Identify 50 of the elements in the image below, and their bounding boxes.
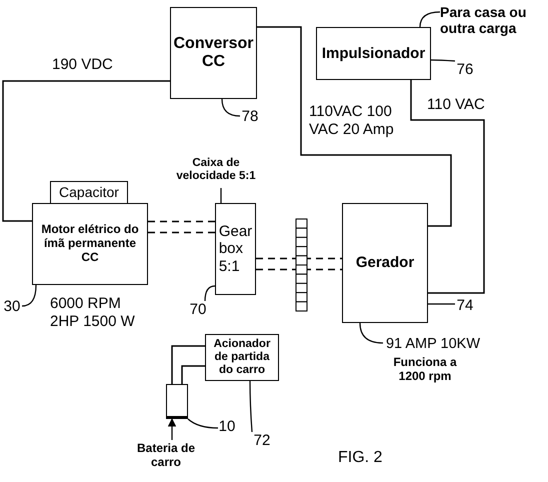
edge-label: 110 VAC xyxy=(427,96,486,114)
shaft-line xyxy=(255,258,343,270)
box-label: Acionador de partida do carro xyxy=(212,338,272,378)
wire xyxy=(181,365,205,384)
reference-number: 10 xyxy=(218,418,236,436)
leader-line xyxy=(428,303,455,305)
leader-line xyxy=(188,418,218,429)
leader-line xyxy=(359,322,384,344)
box-label: Gerador xyxy=(356,254,414,272)
annotation-text: Para casa ou outra carga xyxy=(440,2,548,38)
wire xyxy=(410,80,485,294)
edge-label: 190 VDC xyxy=(52,56,114,74)
reference-number: 76 xyxy=(455,61,475,79)
box-label: Impulsionador xyxy=(322,44,426,62)
box-label: Capacitor xyxy=(59,184,119,201)
starter-box xyxy=(205,334,279,381)
annotation-text: Caixa de velocidade 5:1 xyxy=(176,152,256,188)
edge-label: 110VAC 100 VAC 20 Amp xyxy=(309,103,395,139)
converter-box xyxy=(170,7,257,99)
booster-box xyxy=(316,27,431,80)
box-label: Conversor CC xyxy=(173,34,254,72)
leader-line xyxy=(431,59,456,62)
rating-text: 91 AMP 10KW xyxy=(383,335,483,353)
reference-number: 70 xyxy=(188,301,208,319)
capacitor-box xyxy=(50,181,128,204)
leader-line xyxy=(220,188,222,203)
gearbox-box xyxy=(215,203,256,295)
annotation-text: Bateria de carro xyxy=(132,440,200,472)
wire xyxy=(257,26,452,227)
leader-line xyxy=(249,381,253,432)
reference-number: 72 xyxy=(252,432,272,450)
leader-line xyxy=(204,285,216,302)
reference-number: 78 xyxy=(240,108,260,126)
battery-box xyxy=(166,384,188,419)
spec-text: Funciona a 1200 rpm xyxy=(392,355,458,384)
wire xyxy=(2,80,170,222)
reference-number: 30 xyxy=(2,298,22,316)
spec-text: 6000 RPM 2HP 1500 W xyxy=(50,295,136,331)
leader-line xyxy=(419,11,440,28)
wire xyxy=(171,345,205,384)
shaft-line xyxy=(147,220,216,234)
leader-line xyxy=(168,418,176,440)
reference-number: 74 xyxy=(455,297,475,315)
motor-box xyxy=(32,203,148,285)
figure-caption: FIG. 2 xyxy=(338,448,382,468)
leader-line xyxy=(221,98,240,117)
box-label: Gear box 5:1 xyxy=(218,223,252,275)
generator-box xyxy=(342,203,428,323)
leader-line xyxy=(22,284,37,307)
box-label: Motor elétrico do ímã permanente CC xyxy=(40,223,140,265)
